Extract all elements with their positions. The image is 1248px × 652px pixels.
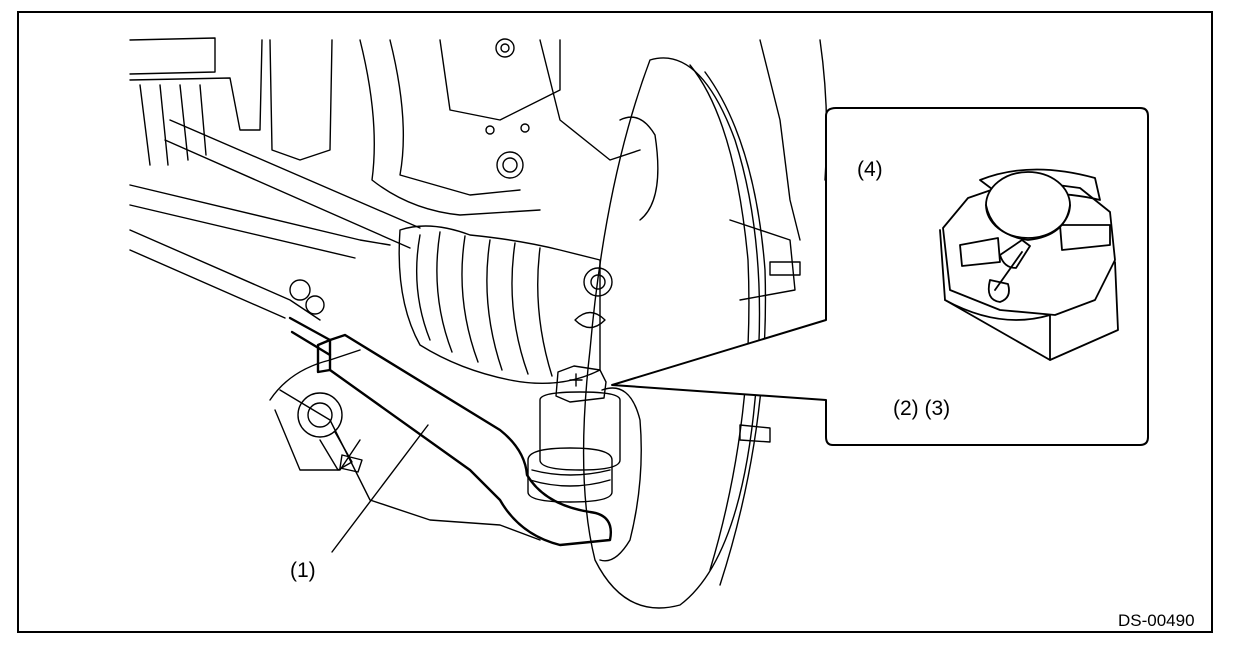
subframe-drawing [129,37,828,241]
drive-shaft-boot-drawing [398,225,613,384]
label-castle-nut-washer: (2) (3) [893,397,951,420]
tie-rod-end-drawing [288,316,612,547]
castle-nut-detail [939,168,1119,361]
label-tie-rod-end: (1) [290,559,316,582]
ball-joint-drawing [527,365,621,503]
label-cotter-pin: (4) [857,158,883,181]
brake-disc-drawing [582,57,801,609]
figure-code: DS-00490 [1118,611,1195,630]
stabilizer-bar-drawing [129,119,421,321]
